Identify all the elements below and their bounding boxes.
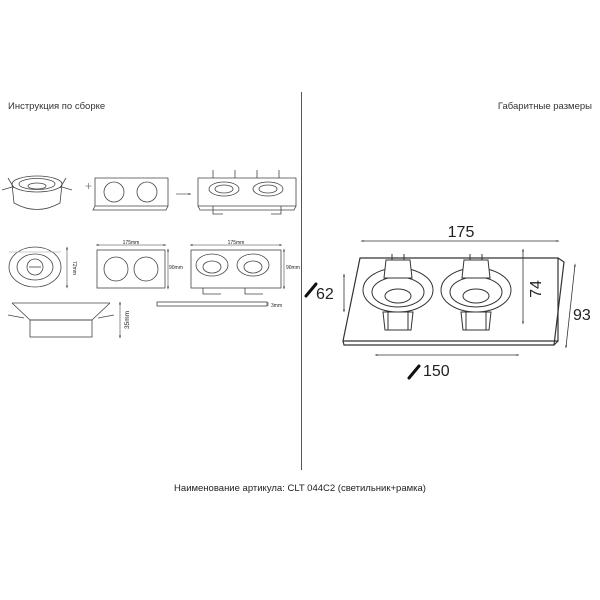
- frame-front-view: [95, 244, 169, 290]
- assembled-height-label: 90mm: [286, 265, 300, 271]
- height-dim-label: 93: [573, 307, 591, 324]
- assembled-front-view: [189, 244, 285, 295]
- thickness-label: 3mm: [271, 303, 282, 309]
- double-frame-3d: [92, 177, 169, 211]
- length-dim-label: 175: [448, 224, 475, 241]
- downlight-top-view: [8, 246, 68, 289]
- pencil-icon: [304, 282, 318, 298]
- assembly-step-3: 35mm 3mm: [7, 301, 282, 339]
- plus-sign: +: [85, 179, 92, 193]
- assembled-frame-3d: [197, 170, 297, 215]
- pencil-icon: [407, 364, 421, 380]
- cutout-diameter-dim-label: 62: [316, 286, 334, 303]
- downlight-right: [440, 254, 512, 331]
- article-name: Наименование артикула: CLT 044C2 (светил…: [174, 483, 426, 494]
- dimensions-heading: Габаритные размеры: [497, 101, 592, 112]
- height-dim-line: [565, 263, 576, 349]
- downlight-left: [362, 254, 434, 331]
- cutout-length-dim-label: 150: [423, 363, 450, 380]
- assembly-heading: Инструкция по сборке: [8, 101, 106, 112]
- assembly-step-2: 72mm 175mm 90mm 175mm 90mm: [8, 240, 300, 295]
- downlight-side-view: [7, 301, 121, 339]
- frame-height-label: 90mm: [169, 265, 183, 271]
- frame-outline: [342, 257, 565, 346]
- assembled-width-label: 175mm: [228, 240, 245, 246]
- product-drawing: 175 93 74 150 62: [304, 224, 591, 380]
- section-divider: [301, 92, 302, 470]
- inner-height-dim-label: 74: [528, 280, 545, 298]
- frame-width-label: 175mm: [123, 240, 140, 246]
- diameter-label: 72mm: [71, 261, 77, 275]
- assembly-step-1: +: [1, 170, 297, 215]
- depth-label: 35mm: [124, 311, 131, 329]
- frame-side-view: [156, 301, 269, 307]
- round-downlight-3d: [1, 175, 73, 210]
